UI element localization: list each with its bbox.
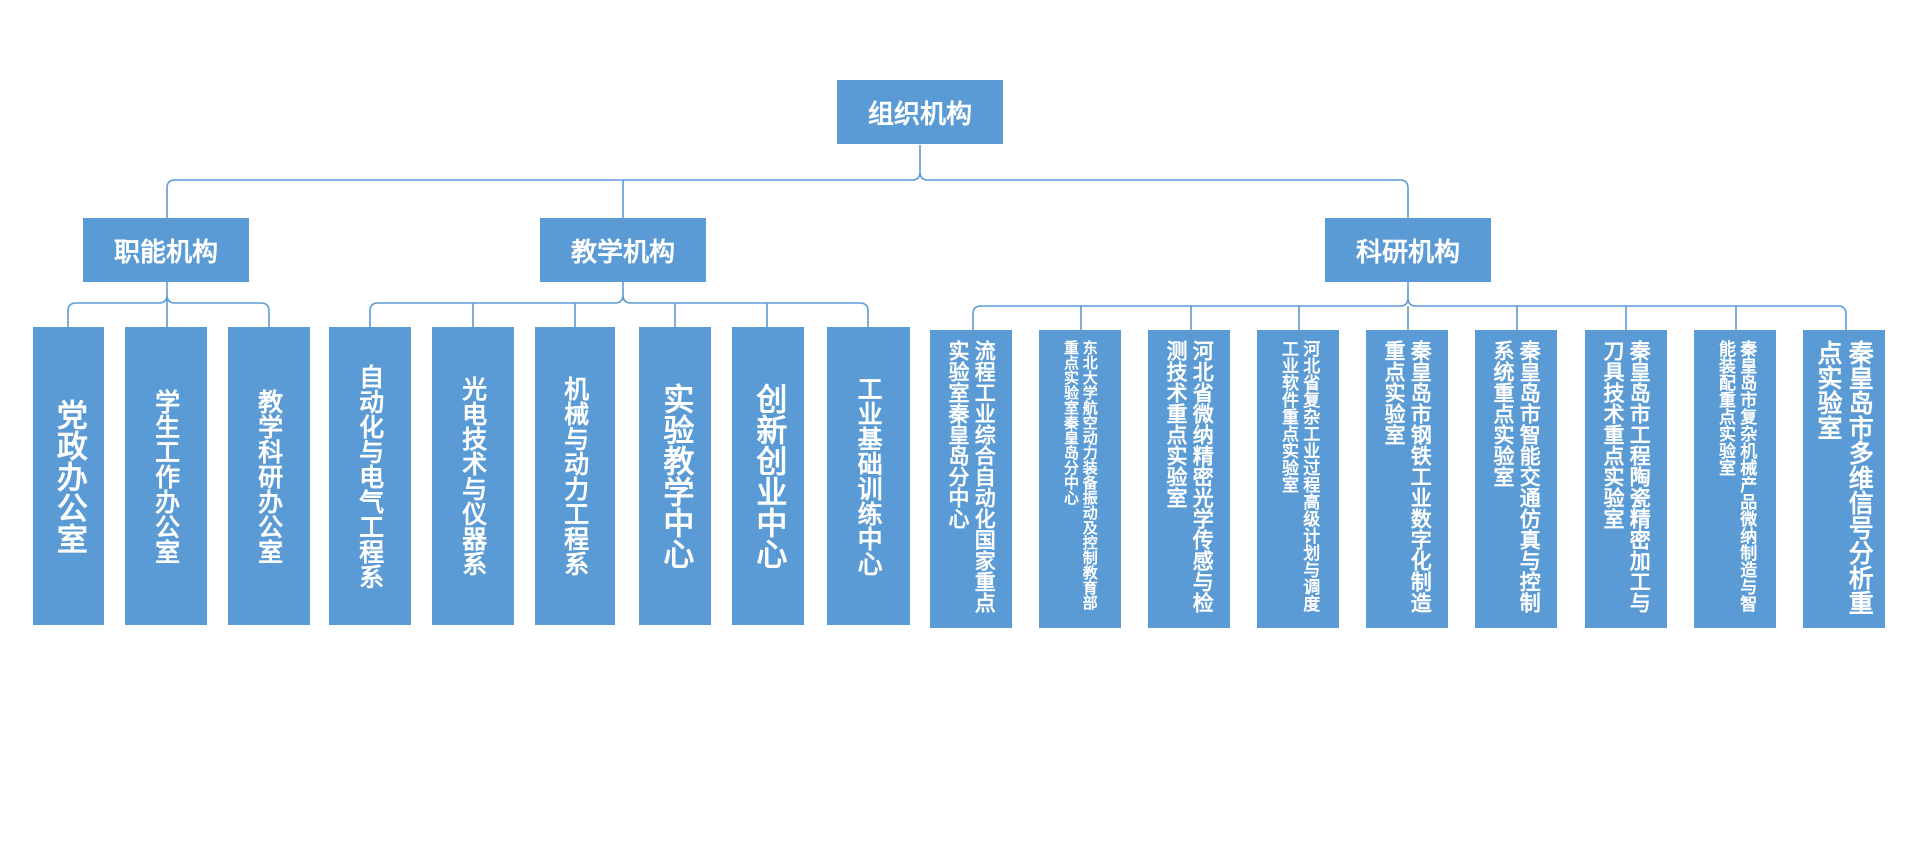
unit-teaching-research-office: 教学科研办公室	[228, 327, 310, 625]
org-root-node: 组织机构	[837, 80, 1003, 144]
connector-functional	[67, 282, 270, 327]
unit-process-industry-lab: 流程工业综合自动化国家重点实验室秦皇岛分中心	[930, 330, 1012, 628]
unit-aero-power-vibration-lab: 东北大学航空动力装备振动及控制教育部重点实验室秦皇岛分中心	[1039, 330, 1121, 628]
unit-experimental-teaching-center: 实验教学中心	[639, 327, 711, 625]
teaching-branch-node: 教学机构	[540, 218, 706, 282]
unit-party-office: 党政办公室	[33, 327, 104, 625]
unit-multidimensional-signal-lab: 秦皇岛市多维信号分析重点实验室	[1803, 330, 1885, 628]
unit-micro-nano-optics-lab: 河北省微纳精密光学传感与检测技术重点实验室	[1148, 330, 1230, 628]
connector-teaching	[369, 282, 869, 327]
unit-micro-nano-assembly-lab: 秦皇岛市复杂机械产品微纳制造与智能装配重点实验室	[1694, 330, 1776, 628]
unit-mechanical-power-dept: 机械与动力工程系	[535, 327, 615, 625]
unit-ceramics-machining-lab: 秦皇岛市工程陶瓷精密加工与刀具技术重点实验室	[1585, 330, 1667, 628]
unit-automation-electrical-dept: 自动化与电气工程系	[329, 327, 411, 625]
research-branch-node: 科研机构	[1325, 218, 1491, 282]
functional-branch-node: 职能机构	[83, 218, 249, 282]
unit-steel-digital-manufacturing-lab: 秦皇岛市钢铁工业数字化制造重点实验室	[1366, 330, 1448, 628]
connector-root	[166, 145, 1409, 218]
unit-complex-process-scheduling-lab: 河北省复杂工业过程高级计划与调度工业软件重点实验室	[1257, 330, 1339, 628]
unit-optoelectronics-instruments-dept: 光电技术与仪器系	[432, 327, 514, 625]
connector-research	[972, 282, 1847, 330]
unit-innovation-entrepreneurship-center: 创新创业中心	[732, 327, 804, 625]
unit-student-affairs-office: 学生工作办公室	[125, 327, 207, 625]
unit-engineering-training-center: 工业基础训练中心	[827, 327, 910, 625]
unit-intelligent-traffic-lab: 秦皇岛市智能交通仿真与控制系统重点实验室	[1475, 330, 1557, 628]
